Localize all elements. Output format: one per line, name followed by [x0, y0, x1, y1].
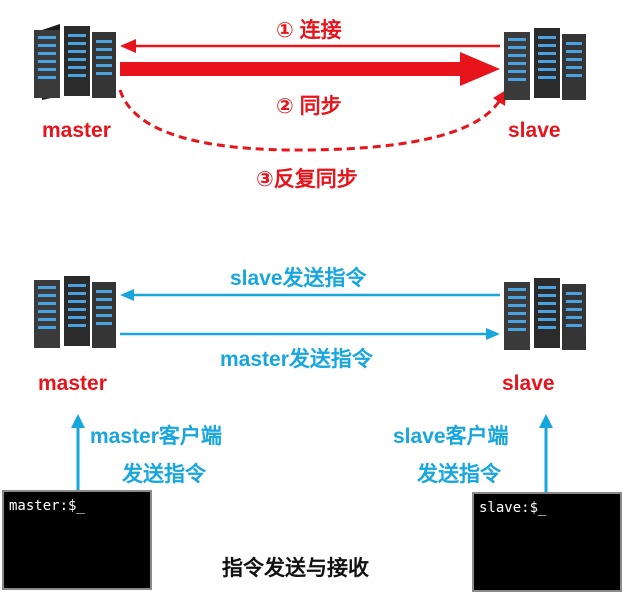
master-server-icon-bottom [34, 276, 116, 348]
slave-server-icon-bottom [504, 278, 586, 350]
master-label-bottom: master [38, 372, 107, 395]
master-client-label: master客户端 [90, 425, 222, 448]
slave-label: slave [508, 119, 561, 142]
repeat-sync-arrow [118, 89, 502, 152]
diagram-caption: 指令发送与接收 [222, 557, 369, 580]
connect-label: ① 连接 [276, 19, 342, 42]
master-terminal-prompt: master:$_ [9, 498, 85, 514]
master-server-icon [34, 24, 116, 100]
master-send-label: master发送指令 [220, 348, 373, 371]
repeat-sync-label: ③反复同步 [256, 168, 358, 191]
slave-client-label: slave客户端 [393, 425, 509, 448]
repeat-sync-arrow-head [493, 90, 506, 106]
master-client-sends-label: 发送指令 [122, 463, 206, 486]
master-send-arrow-head [486, 328, 500, 340]
master-label: master [42, 119, 111, 142]
slave-client-arrow-head [539, 414, 553, 428]
slave-terminal-prompt: slave:$_ [479, 500, 547, 516]
slave-server-icon [504, 28, 586, 100]
slave-terminal[interactable]: slave:$_ [472, 492, 622, 592]
sync-arrow-head [460, 52, 500, 86]
slave-client-sends-label: 发送指令 [417, 463, 501, 486]
connect-arrow-head [120, 39, 136, 53]
slave-label-bottom: slave [502, 372, 555, 395]
master-terminal[interactable]: master:$_ [2, 490, 152, 590]
slave-send-arrow-head [120, 289, 134, 301]
sync-label: ② 同步 [276, 95, 342, 118]
sync-arrow-shaft [120, 62, 466, 76]
master-client-arrow-head [71, 414, 85, 428]
slave-send-label: slave发送指令 [230, 267, 367, 290]
